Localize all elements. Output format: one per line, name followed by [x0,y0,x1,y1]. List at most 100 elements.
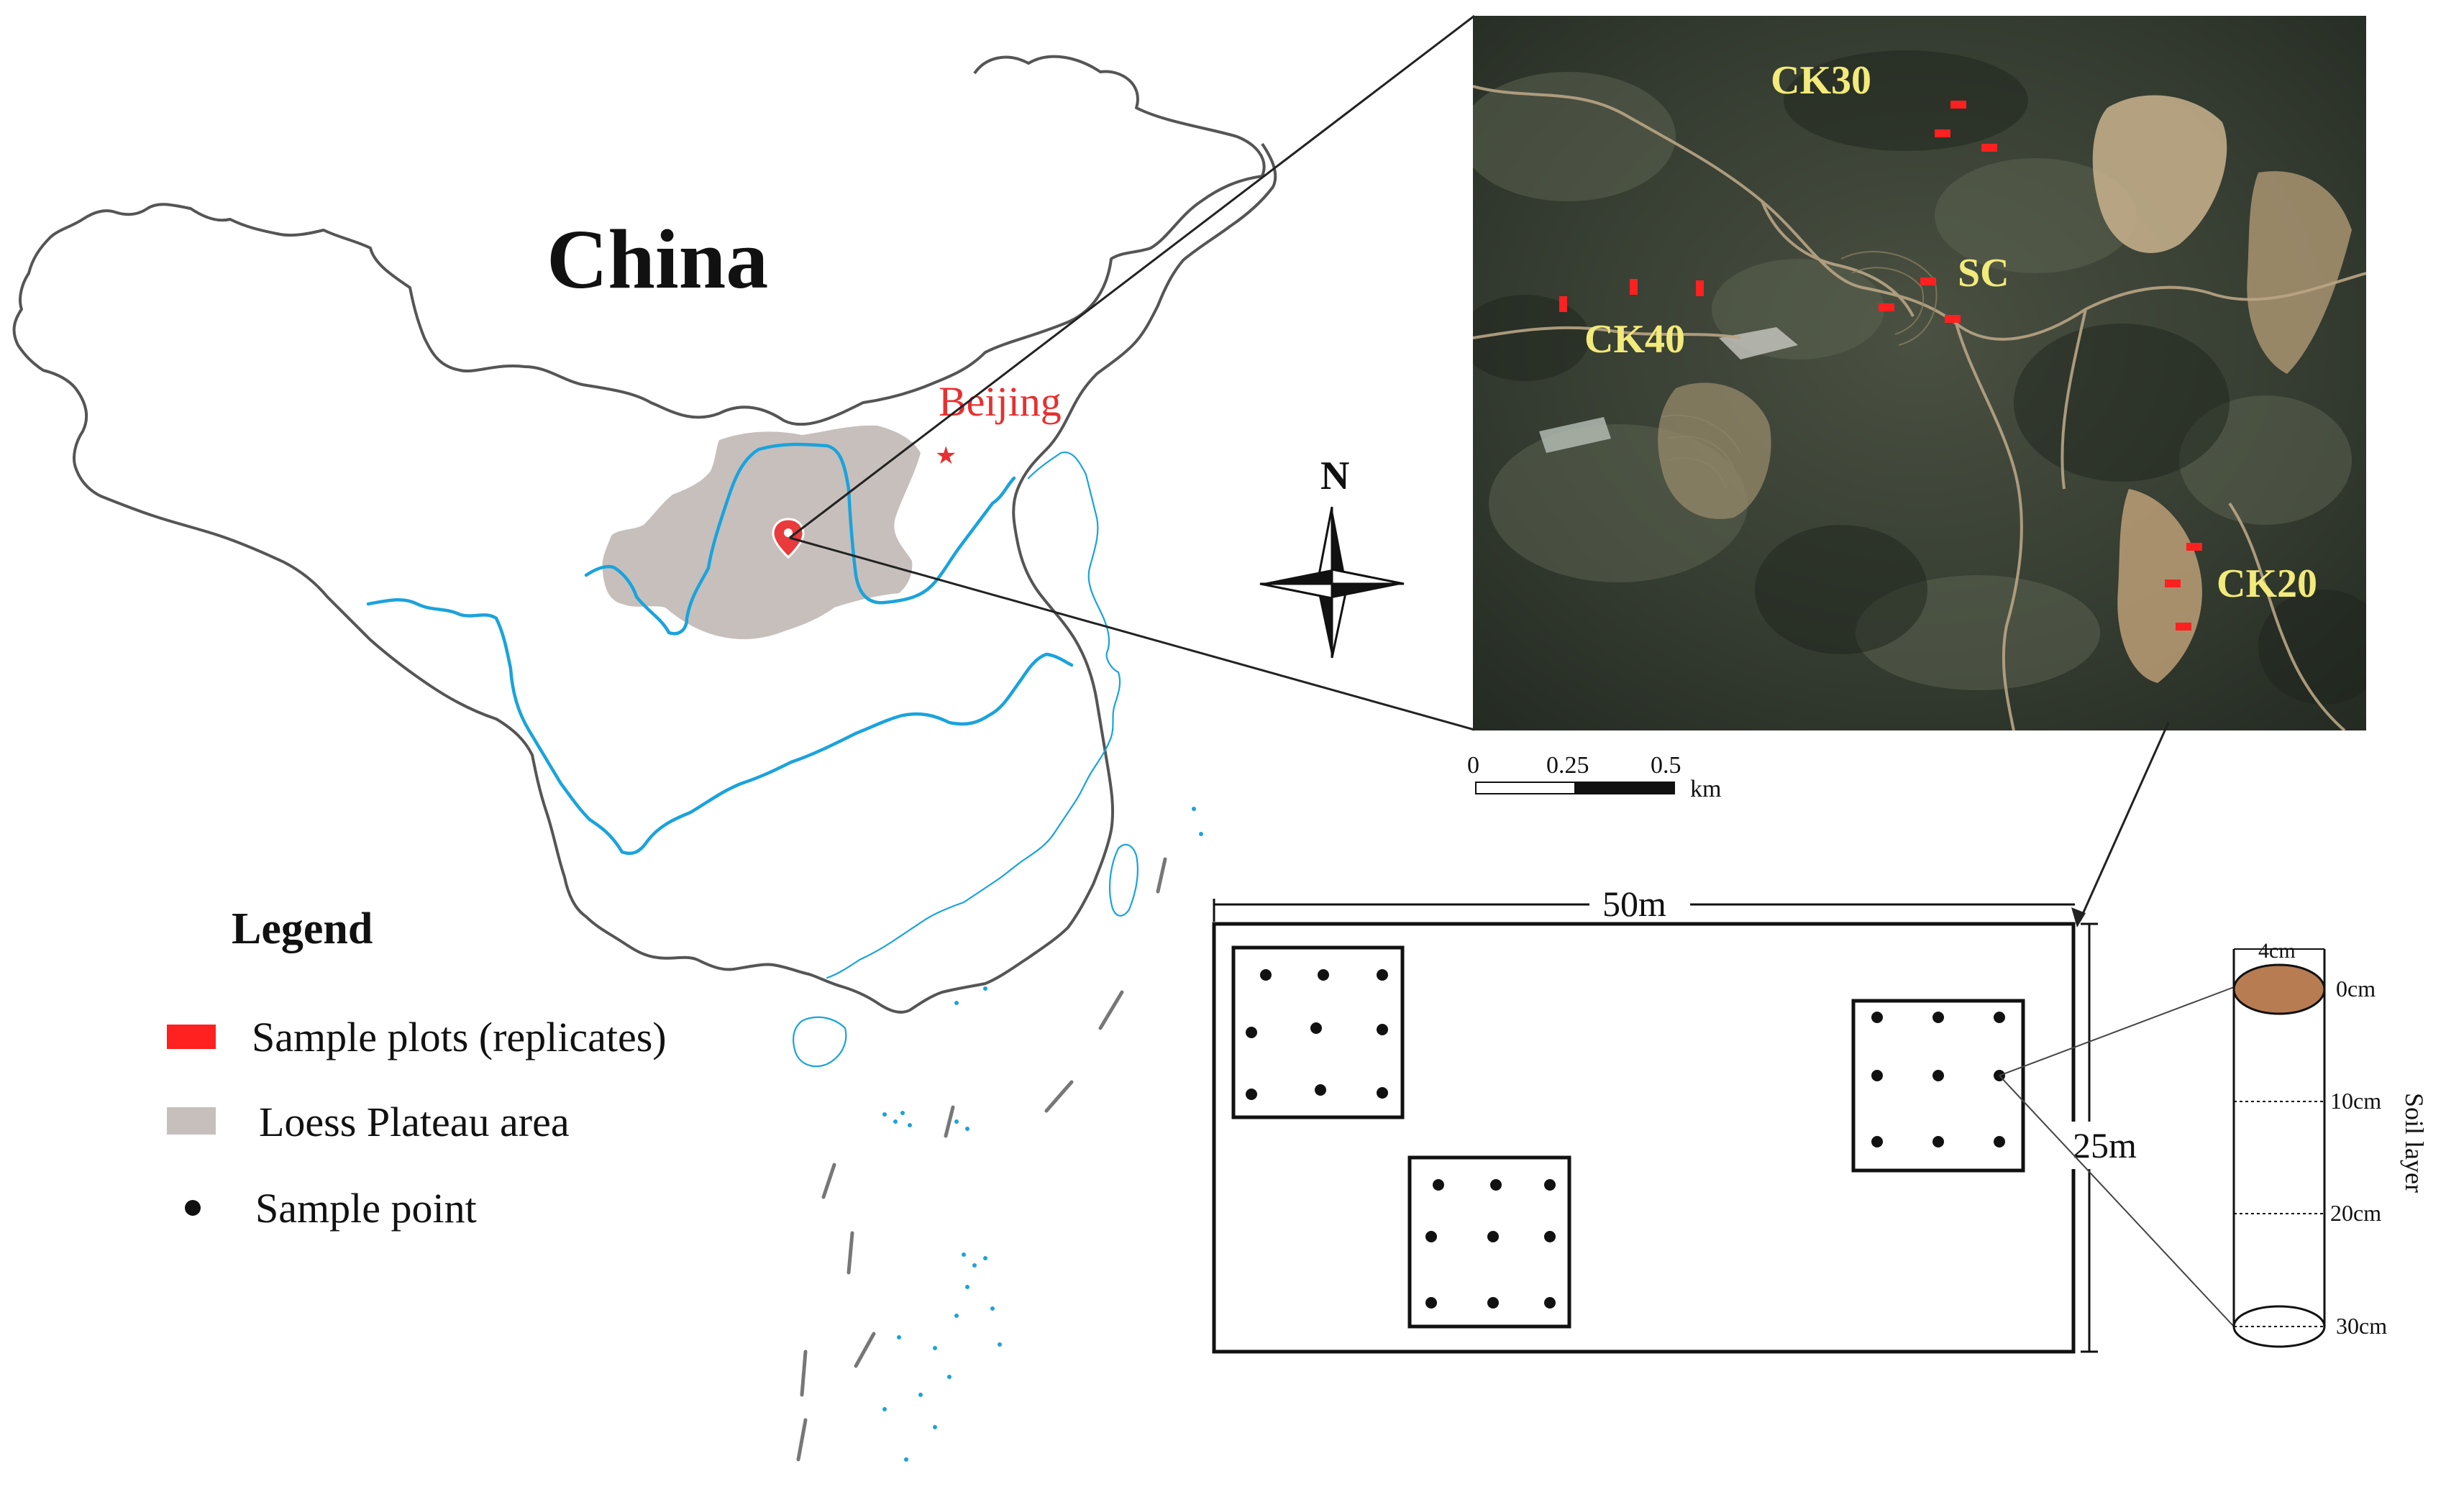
sample-point [1994,1012,2005,1023]
sample-point [1425,1231,1437,1242]
coastline [826,451,1121,979]
sample-point [1544,1231,1556,1242]
legend-item-label: Sample point [255,1185,477,1232]
site-label-ck20: CK20 [2217,562,2317,606]
sample-point [1994,1136,2005,1147]
yangtze-river [366,597,1074,856]
star-icon: ★ [935,443,957,469]
core-diameter-label: 4cm [2258,939,2296,963]
plot-arrow-line [2078,722,2170,921]
sample-point [1377,1087,1388,1099]
soil-core: 4cm 0cm 10cm 20cm 30cm Soil layer [2232,939,2429,1348]
sample-point [1433,1179,1444,1191]
sample-point [1377,969,1388,981]
scale-unit-label: km [1690,776,1721,802]
island-dots [882,807,1203,1462]
sample-point [1932,1136,1944,1147]
plot-height-label: 25m [2073,1125,2137,1165]
sample-point [1318,969,1329,981]
yellow-river [584,442,1016,636]
legend: Legend Sample plots (replicates) Loess P… [167,904,667,1232]
sample-point [1246,1089,1257,1100]
sample-plot-marker [1920,278,1936,285]
subplot [1407,1155,1571,1329]
subplot [1851,999,2025,1173]
legend-swatch-sample-point [185,1200,201,1216]
sample-plot-marker [2186,543,2202,551]
sample-point [1871,1012,1883,1023]
sample-point [1544,1297,1556,1309]
sample-point [1377,1024,1388,1035]
china-outline [12,55,1277,1014]
scale-tick-label: 0.5 [1651,752,1681,779]
sample-plot-marker [2165,579,2181,587]
scale-bar: 0 0.25 0.5 km [1467,752,1721,802]
sample-plot-marker [1935,129,1950,137]
sample-point [1487,1231,1499,1242]
hainan-island [792,1016,847,1068]
depth-label: 30cm [2336,1313,2387,1339]
sample-point [1246,1027,1257,1038]
sample-point [1310,1022,1322,1034]
site-label-ck40: CK40 [1584,317,1685,362]
rivers [366,442,1139,1068]
taiwan-island [1108,843,1139,917]
sample-plot-marker [1879,303,1894,311]
satellite-image: CK30 SC CK40 CK20 [1473,16,2366,927]
legend-item: Sample plots (replicates) [167,1014,667,1060]
legend-swatch-loess-plateau [167,1107,216,1135]
sample-plot-marker [1630,279,1638,295]
sample-point [1425,1297,1437,1309]
compass-rose: N [1259,454,1405,659]
capital-label: Beijing [939,378,1062,425]
sample-point [1260,969,1272,981]
scale-tick-label: 0 [1467,752,1479,779]
sample-point [1871,1136,1883,1147]
sample-point [1490,1179,1502,1191]
site-label-sc: SC [1958,251,2009,295]
sample-point [1932,1012,1944,1023]
scale-tick-label: 0.25 [1546,752,1589,779]
sample-plot-marker [1945,315,1961,323]
sample-plot-markers [1559,101,2202,631]
depth-label: 0cm [2336,976,2376,1002]
sample-point [1932,1070,1944,1081]
plot-width-label: 50m [1602,884,1666,924]
sample-plot-marker [1981,144,1997,152]
connector-line-top [789,14,1475,539]
sample-plot-marker [1696,280,1704,296]
sample-point [1544,1179,1556,1191]
country-label: China [547,212,768,306]
sample-point [1487,1297,1499,1309]
china-map: China Beijing ★ [12,14,1475,1462]
subplot [1231,945,1405,1119]
legend-title: Legend [232,904,373,953]
depth-label: 20cm [2330,1200,2381,1226]
sample-point [1871,1070,1883,1081]
soil-core-top [2232,963,2326,1015]
legend-item: Loess Plateau area [167,1099,570,1145]
north-label: N [1320,454,1349,498]
beijing-marker: Beijing ★ [935,378,1062,469]
sample-plot-marker [1950,101,1966,109]
site-label-ck30: CK30 [1771,58,1871,103]
sample-points [1246,969,2005,1309]
legend-item-label: Sample plots (replicates) [252,1014,667,1060]
connector-line-bottom [789,536,1475,731]
loess-plateau-area [602,425,921,640]
sample-point [1315,1084,1326,1096]
legend-item-label: Loess Plateau area [259,1099,570,1145]
plot-arrow-head [2071,907,2086,927]
site-labels: CK30 SC CK40 CK20 [1584,58,2317,606]
soil-layer-axis-label: Soil layer [2400,1093,2429,1193]
nine-dash-line [796,857,1167,1462]
legend-item: Sample point [185,1185,477,1232]
sample-plot-marker [2176,623,2191,631]
plot-boundary [1212,922,2076,1354]
plot-diagram: 50m 25m [1212,884,2235,1354]
legend-swatch-sample-plot [167,1025,216,1049]
sample-plot-marker [1559,296,1567,312]
depth-label: 10cm [2330,1088,2381,1114]
